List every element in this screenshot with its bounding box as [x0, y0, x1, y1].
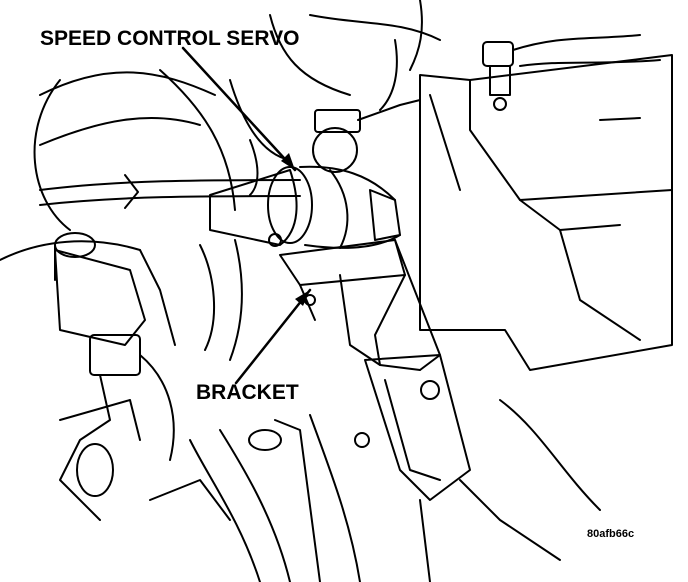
right-lower-bracket	[364, 354, 601, 582]
speed-control-servo	[209, 79, 421, 249]
servo-leader-arrowhead	[281, 153, 295, 170]
bracket-callout-label: BRACKET	[196, 381, 299, 404]
bracket-leader-arrowhead	[295, 290, 310, 306]
engine-background	[0, 0, 441, 361]
throttle-cable	[39, 174, 301, 209]
figure-code-label: 80afb66c	[587, 528, 635, 540]
servo-leader-line	[181, 46, 297, 172]
servo-mounting-bracket	[279, 239, 441, 371]
servo-callout-label: SPEED CONTROL SERVO	[40, 27, 300, 50]
left-sensor-assembly	[54, 232, 175, 521]
bracket-leader-line	[234, 288, 312, 385]
battery-housing	[419, 54, 673, 371]
battery-terminal	[482, 34, 661, 111]
lower-hoses	[149, 414, 370, 582]
